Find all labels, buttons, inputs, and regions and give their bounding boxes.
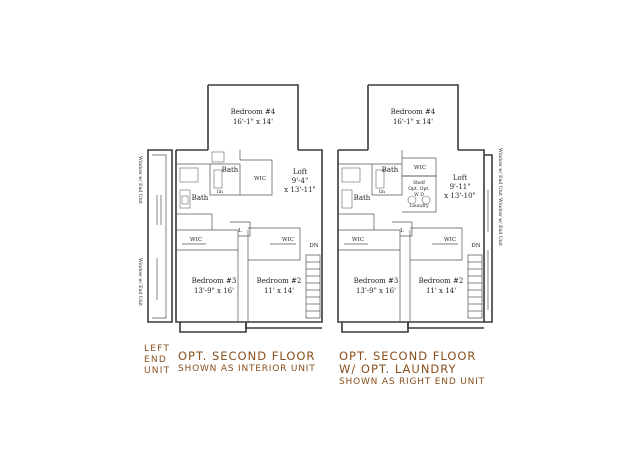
left-bedroom3-dims: 13'-9" x 16' [194,287,234,295]
right-plan-subtitle: SHOWN AS RIGHT END UNIT [339,377,485,387]
right-bedroom4-dims: 16'-1" x 14' [393,118,433,126]
right-wic-left: WIC [352,237,364,243]
right-l-closet: L [400,228,404,234]
right-window-note-top: Window w/ End Unit [497,148,503,196]
right-bedroom2-name: Bedroom #2 [419,277,464,285]
left-plan-subtitle: SHOWN AS INTERIOR UNIT [178,364,316,374]
right-wic-main: WIC [414,165,426,171]
left-loft-dims2: x 13'-11" [284,186,316,194]
left-bedroom2-name: Bedroom #2 [257,277,302,285]
left-loft-name: Loft [293,168,307,176]
right-window-note-bottom: Window w/ End Unit [497,198,503,246]
left-bedroom2-dims: 11' x 14' [264,287,294,295]
right-bedroom2-dims: 11' x 14' [426,287,456,295]
right-dn-label: DN [471,243,480,249]
left-dn-label: DN [309,243,318,249]
left-window-note-top: Window w/ End Unit [137,156,143,204]
left-floor-plan: Bedroom #4 16'-1" x 14' Bath lin Bath WI… [137,84,323,333]
left-wic-main: WIC [254,176,266,182]
left-wic-left: WIC [190,237,202,243]
left-bath-upper: Bath [222,166,239,174]
right-wic-right: WIC [444,237,456,243]
right-loft-dims1: 9'-11" [450,183,471,191]
right-plan-title-line2: W/ OPT. LAUNDRY [339,362,457,376]
right-bedroom3-name: Bedroom #3 [354,277,399,285]
right-bath-upper: Bath [382,166,399,174]
left-bedroom4-name: Bedroom #4 [231,108,276,116]
left-plan-title: OPT. SECOND FLOOR [178,349,316,363]
left-lin-label: lin [217,189,223,195]
right-lin-label: lin [379,189,385,195]
right-laundry-line2: Opt. Opt. [408,186,430,192]
left-bedroom4-dims: 16'-1" x 14' [233,118,273,126]
right-floor-plan: Bedroom #4 16'-1" x 14' Bath lin Bath WI… [337,84,503,333]
left-wic-right: WIC [282,237,294,243]
left-window-note-bottom: Window w/ End Unit [137,258,143,306]
right-loft-name: Loft [453,174,467,182]
right-laundry-line4: Laundry [409,203,429,209]
left-l-closet: L [238,228,242,234]
right-bedroom3-dims: 13'-9" x 16' [356,287,396,295]
left-end-unit-caption: LEFT END UNIT [144,344,171,376]
right-laundry-line1: Shelf [413,180,425,186]
right-laundry-line3: W D [414,192,424,198]
left-bath-lower: Bath [192,194,209,202]
right-bedroom4-name: Bedroom #4 [391,108,436,116]
right-loft-dims2: x 13'-10" [444,192,476,200]
right-bath-lower: Bath [354,194,371,202]
left-bedroom3-name: Bedroom #3 [192,277,237,285]
right-plan-title-line1: OPT. SECOND FLOOR [339,349,477,363]
left-loft-dims1: 9'-4" [292,177,308,185]
